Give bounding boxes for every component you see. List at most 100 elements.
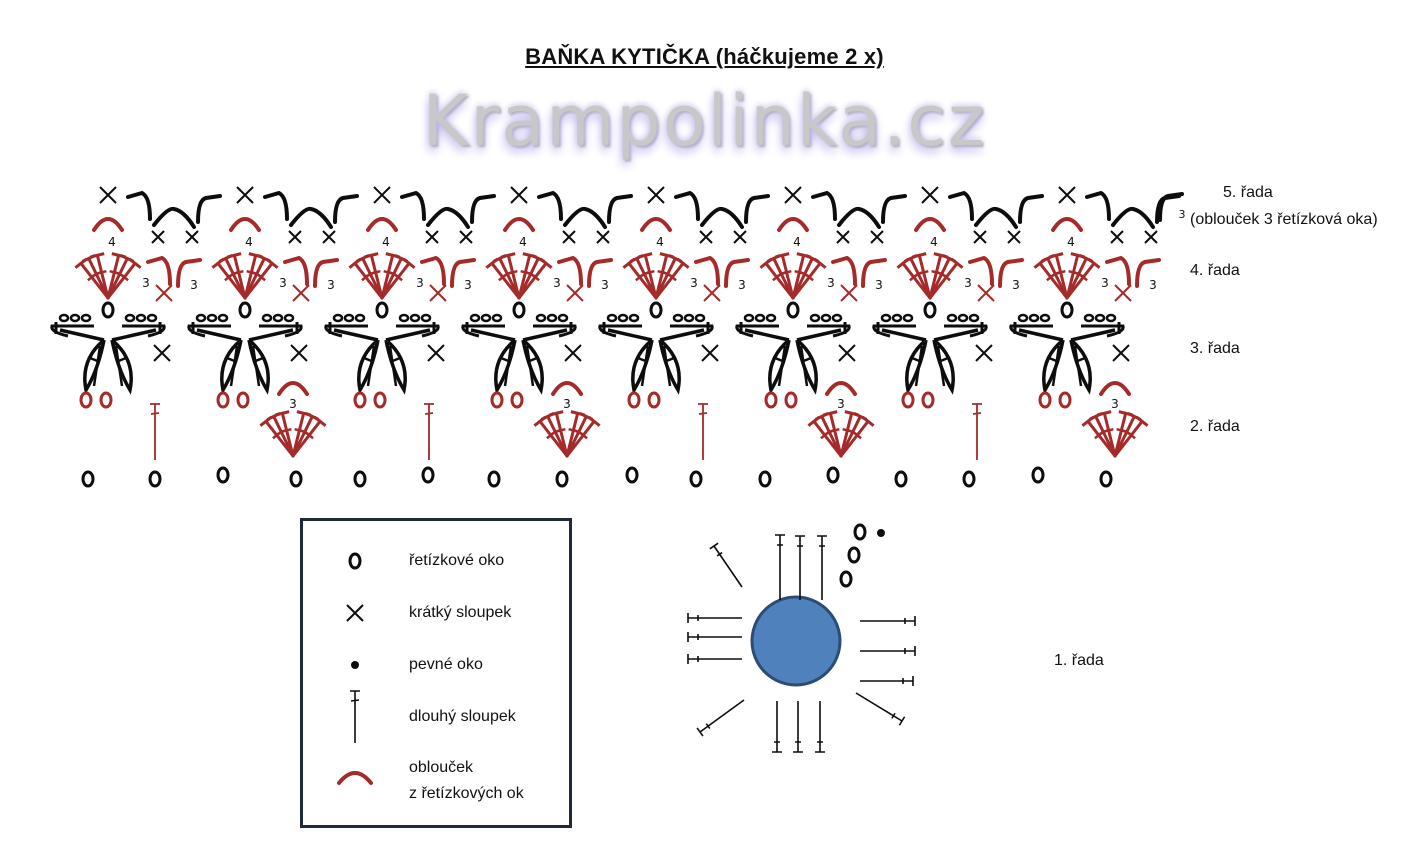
double-crochet-icon [777,345,787,387]
double-crochet-icon [772,701,782,753]
stitch-count-label: 3 [563,397,571,411]
double-crochet-top-icon [128,257,142,269]
double-crochet-icon [92,345,102,387]
single-crochet-icon [921,186,939,204]
double-crochet-icon [839,414,862,458]
double-crochet-icon [525,345,535,387]
double-crochet-icon [565,411,580,458]
double-crochet-icon [380,256,403,300]
arm-icon [470,328,516,342]
double-crochet-icon [380,253,395,300]
chain-stitch-icon [206,313,218,323]
chain-stitch-icon [420,313,432,323]
double-crochet-top-icon [861,415,875,427]
single-crochet-icon [151,230,165,244]
chain-stitch-icon [689,470,703,488]
stitch-count-label: 3 [553,276,561,290]
double-crochet-icon [243,261,274,300]
chain-stitch-icon [272,313,284,323]
chain-stitch-icon [672,313,684,323]
chain-stitch-icon [694,313,706,323]
single-crochet-icon [510,186,528,204]
double-crochet-icon [928,253,943,300]
double-crochet-icon [243,253,258,300]
double-crochet-icon [224,256,247,300]
double-crochet-bar-icon [1078,273,1088,282]
double-crochet-bar-icon [1074,356,1086,364]
row-3-repeat [872,301,993,395]
single-crochet-icon [236,186,254,204]
arm-icon [461,324,505,338]
stitch-count-label: 3 [690,276,698,290]
chain-stitch-icon [195,313,207,323]
chain-arc-icon [152,206,196,229]
arm-icon [744,328,790,342]
arm-icon [881,328,927,342]
chain-arch-icon [640,217,672,232]
arm-icon [396,324,440,338]
chain-stitch-icon [826,466,840,484]
arm-icon [533,324,577,338]
double-crochet-bar-icon [663,356,675,364]
round-1-ring [687,523,916,753]
pattern-title: BAŇKA KYTIČKA (háčkujeme 2 x) [525,44,884,69]
double-crochet-icon [361,256,384,300]
double-crochet-bar-icon [800,356,812,364]
arm-icon [196,328,242,342]
chain-arc-icon [674,190,700,221]
double-crochet-icon [264,419,295,458]
row-2-repeat [627,391,708,460]
chain-stitch-icon [968,313,980,323]
chain-stitch-icon [758,470,772,488]
stitch-count-label: 3 [738,278,746,292]
petal-icon [110,338,133,395]
chain-stitch-icon [491,313,503,323]
double-crochet-icon [280,411,295,458]
double-crochet-icon [1065,253,1080,300]
chain-arc-icon [400,190,426,221]
double-crochet-bar-icon [389,356,401,364]
petal-icon [494,338,517,395]
chain-stitch-icon [487,470,501,488]
chain-arc-icon [537,190,563,221]
double-crochet-icon [791,256,814,300]
double-crochet-bar-icon [637,356,649,364]
arm-icon [522,328,568,342]
single-crochet-icon [459,230,473,244]
stitch-count-label: 3 [1179,208,1186,221]
double-crochet-top-icon [227,252,242,259]
double-crochet-top-icon [587,415,601,427]
double-crochet-icon [554,411,569,458]
legend-label: oblouček [409,759,474,776]
petal-icon [384,338,407,395]
arm-icon [1070,328,1116,342]
chain-arch-icon [1099,381,1131,396]
single-crochet-icon [427,344,445,362]
double-crochet-icon [860,676,914,686]
single-crochet-icon [322,230,336,244]
arm-icon [333,328,379,342]
single-crochet-icon [1112,344,1130,362]
double-crochet-icon [791,261,822,300]
stitch-count-label: 4 [793,235,801,249]
double-crochet-icon [793,701,803,753]
double-crochet-bar-icon [555,427,566,433]
row-2-repeat [353,391,434,460]
single-crochet-icon [566,284,584,302]
arm-icon [324,324,368,338]
double-crochet-icon [291,419,322,458]
chain-stitch-icon [764,391,778,409]
petal-icon [1069,338,1092,395]
double-crochet-bar-icon [507,269,518,275]
chain-arc-icon [700,206,744,229]
double-crochet-top-icon [676,257,690,269]
petal-icon [521,338,544,395]
double-crochet-icon [150,403,160,460]
chain-stitch-icon [283,313,295,323]
stitch-count-label: 4 [656,235,664,249]
chain-arc-icon [563,206,607,229]
arm-icon [670,324,714,338]
double-crochet-top-icon [402,257,416,269]
chain-stitch-icon [891,313,903,323]
